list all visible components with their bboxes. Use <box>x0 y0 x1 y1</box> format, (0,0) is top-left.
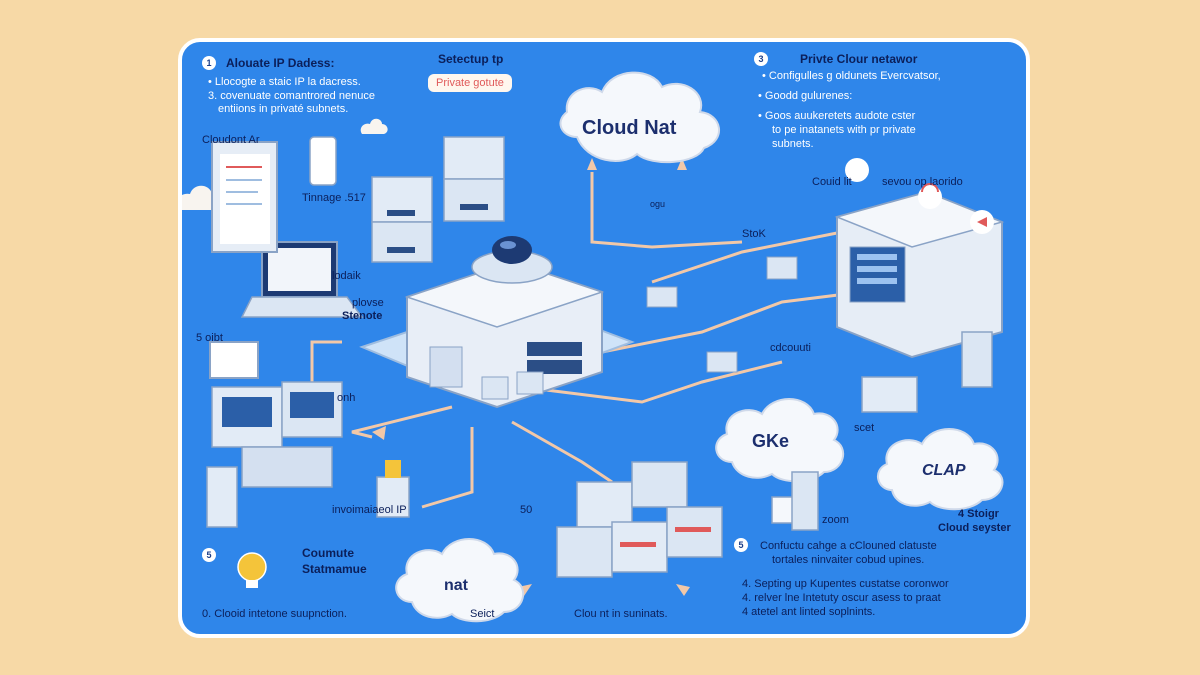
label-onh: onh <box>337 392 356 404</box>
lightbulb-icon <box>237 552 267 588</box>
step-3-line1: • Configulles g oldunets Evercvatsor, <box>762 70 941 82</box>
step-1-title: Alouate IP Dadess: <box>226 56 335 70</box>
bottom-left-badge: 5 <box>202 548 216 562</box>
nat-cloud-shape <box>395 538 525 623</box>
cable-from-cloud <box>590 172 743 249</box>
bottom-left-title1: Coumute <box>302 546 354 560</box>
gke-text: GKe <box>752 431 789 451</box>
label-sevou: sevou op laorido <box>882 176 963 188</box>
label-zoom: zoom <box>822 514 849 526</box>
gateway-panel-2 <box>527 360 582 374</box>
label-cloudant: Cloudont Ar <box>202 134 260 146</box>
bottom-right-line1: Confuctu cahge a cClouned clatuste <box>760 540 937 552</box>
right-tower <box>961 331 993 388</box>
label-s-obt: 5 oibt <box>196 332 223 344</box>
gke-cloud-shape <box>715 398 845 483</box>
label-ip-note: invoimaiaeol IP <box>332 504 407 516</box>
step-3-badge: 3 <box>754 52 768 66</box>
step-3-line4: to pe inatanets with pr private <box>772 124 916 136</box>
label-couid-lit: Couid lit <box>812 176 852 188</box>
cable-to-bottom-stack <box>511 420 613 484</box>
label-tinnage: Tinnage .517 <box>302 192 366 204</box>
step-3-line3: • Goos auukeretets audote cster <box>758 110 916 122</box>
cable-to-gke <box>521 360 783 404</box>
label-cdcouuti: cdcouuti <box>770 342 811 354</box>
bottom-right-line5: 4 atetel ant linted soplnints. <box>742 606 876 618</box>
bottom-left-title2: Statmamue <box>302 562 367 576</box>
rack-server-right <box>834 190 1005 359</box>
step-1-line3: entiions in privaté subnets. <box>218 103 349 115</box>
cable-to-left-stack <box>351 405 453 439</box>
small-cloud-top <box>360 118 388 134</box>
clap-cloud-shape <box>877 428 1004 511</box>
label-stenote: Stenote <box>342 310 383 322</box>
circle-badge-icon <box>845 158 869 182</box>
step-1-line2: 3. covenuate comantrored nenuce <box>208 90 375 102</box>
cable-to-router <box>421 427 474 509</box>
nat-text: nat <box>444 577 469 594</box>
cable-to-monitor <box>310 340 342 392</box>
clap-text: CLAP <box>922 462 966 479</box>
small-monitor <box>209 341 259 379</box>
phone <box>309 136 337 186</box>
storage-stack-top <box>371 136 505 263</box>
label-plovse: plovse <box>352 297 384 309</box>
label-right-stor: 4 Stoigr <box>958 508 999 520</box>
gateway-dome <box>492 236 532 264</box>
label-ogu: ogu <box>650 199 666 209</box>
bottom-mid-right: Clou nt in suninats. <box>574 608 668 620</box>
router-box <box>376 476 410 518</box>
router-light <box>385 460 401 478</box>
bottom-mid-left: Seict <box>470 608 495 620</box>
step-3-title: Privte Clour netawor <box>800 52 918 66</box>
bottom-right-line4: 4. relver lne Intetuty oscur asess to pr… <box>742 592 941 604</box>
workstation-left <box>206 381 343 528</box>
right-device <box>861 376 918 413</box>
arrow-up-2 <box>677 158 687 170</box>
step-1-badge: 1 <box>202 56 216 70</box>
cloud-nat-text: Cloud Nat <box>582 117 677 139</box>
arrow-up-1 <box>587 158 597 170</box>
cloud-nat-shape <box>559 71 721 164</box>
bottom-right-line3: 4. Septing up Kupentes custatse coronwor <box>742 578 949 590</box>
step-2-title: Setectup tp <box>438 52 504 66</box>
label-50: 50 <box>520 504 533 516</box>
main-panel: Cloud Nat GKe CLAP nat 1 Alouate IP Dade… <box>178 38 1030 638</box>
gateway-panel-1 <box>527 342 582 356</box>
arrow-down-right <box>676 584 690 596</box>
label-stok: StoK <box>742 228 766 240</box>
bottom-right-badge: 5 <box>734 538 748 552</box>
shield-badge-icon <box>918 185 942 209</box>
right-small-tower <box>791 471 819 531</box>
private-gateway-pill: Private gotute <box>428 74 512 92</box>
label-right-cloud: Cloud seyster <box>938 522 1011 534</box>
connector-nodes <box>481 256 798 400</box>
storage-cubes-bottom <box>556 461 723 578</box>
step-1-line1: • Llocogte a staic IP la dacress. <box>208 76 361 88</box>
icon-badges <box>845 158 994 234</box>
bottom-left-note: 0. Clooid intetone suupnction. <box>202 608 347 620</box>
bottom-right-line2: tortales ninvaiter cobud upines. <box>772 554 925 566</box>
step-3-line2: • Goodd gulurenes: <box>758 90 853 102</box>
label-lodaik: lodaik <box>332 270 361 282</box>
clipboard-doc <box>211 141 278 253</box>
step-3-line5: subnets. <box>772 138 814 150</box>
arrow-left <box>372 426 386 440</box>
cable-to-rack <box>651 230 843 284</box>
network-illustration: Cloud Nat GKe CLAP nat <box>182 71 1005 623</box>
laptop <box>240 241 364 318</box>
gateway-door <box>429 346 463 388</box>
arrows <box>372 158 690 596</box>
gateway-dome-highlight <box>500 241 516 249</box>
label-scet: scet <box>854 422 875 434</box>
